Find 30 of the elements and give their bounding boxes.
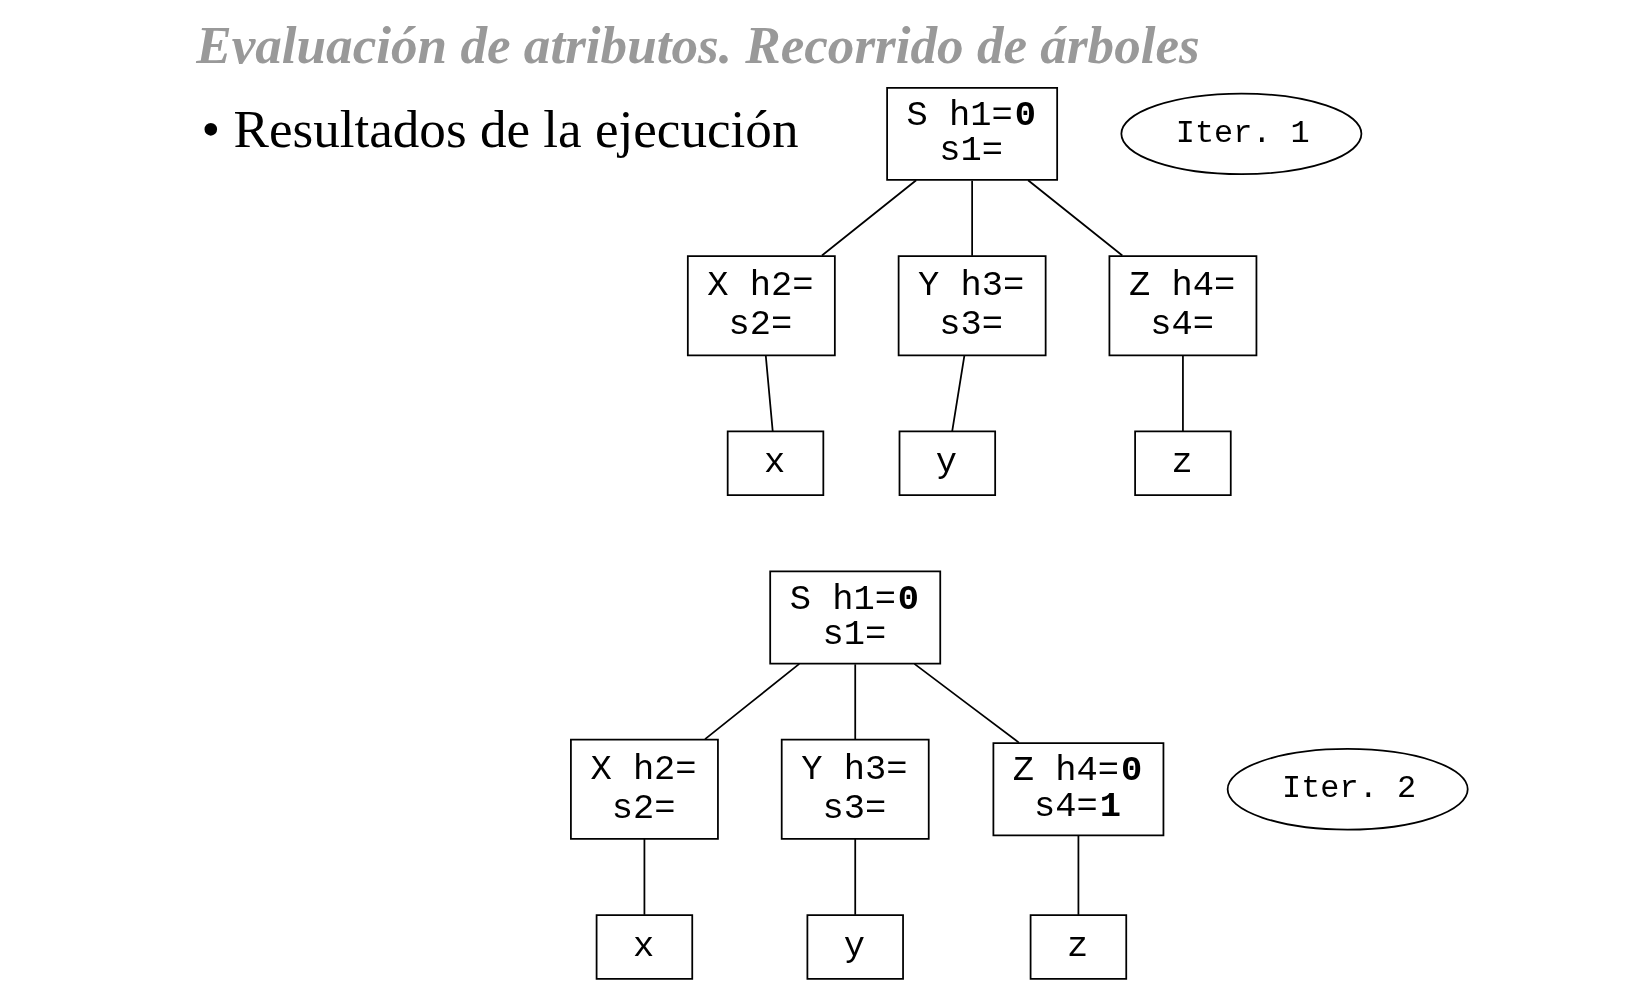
connector: [971, 179, 973, 257]
diagram-title: Evaluación de atributos. Recorrido de árboles: [196, 16, 1200, 75]
connector: [821, 179, 918, 257]
connector: [1027, 179, 1124, 257]
connector: [1077, 834, 1080, 916]
node-box: S h1=0 s1=: [769, 570, 942, 665]
node-box: y: [806, 914, 904, 980]
connector: [854, 838, 857, 916]
node-box: Y h3= s3=: [897, 255, 1047, 357]
label: • Resultados de la ejecución: [201, 100, 799, 159]
node-box: x: [726, 430, 825, 497]
node-box: Z h4= s4=: [1108, 255, 1258, 357]
connector: [764, 354, 774, 433]
node-box: x: [595, 914, 694, 980]
node-box: Y h3= s3=: [780, 738, 930, 840]
connector: [643, 838, 646, 916]
node-box: y: [898, 430, 997, 497]
node-ellipse: Iter. 2: [1226, 748, 1469, 831]
connector: [913, 663, 1020, 744]
node-box: X h2= s2=: [686, 255, 836, 357]
connector: [1182, 354, 1184, 433]
node-box: z: [1134, 430, 1232, 497]
connector: [704, 663, 801, 740]
node-box: Z h4=0 s4=1: [992, 742, 1165, 837]
node-ellipse: Iter. 1: [1120, 92, 1363, 176]
node-box: S h1=0 s1=: [886, 86, 1059, 181]
node-box: X h2= s2=: [570, 738, 719, 840]
connector: [854, 663, 857, 741]
connector: [951, 354, 966, 433]
node-box: z: [1029, 914, 1128, 980]
